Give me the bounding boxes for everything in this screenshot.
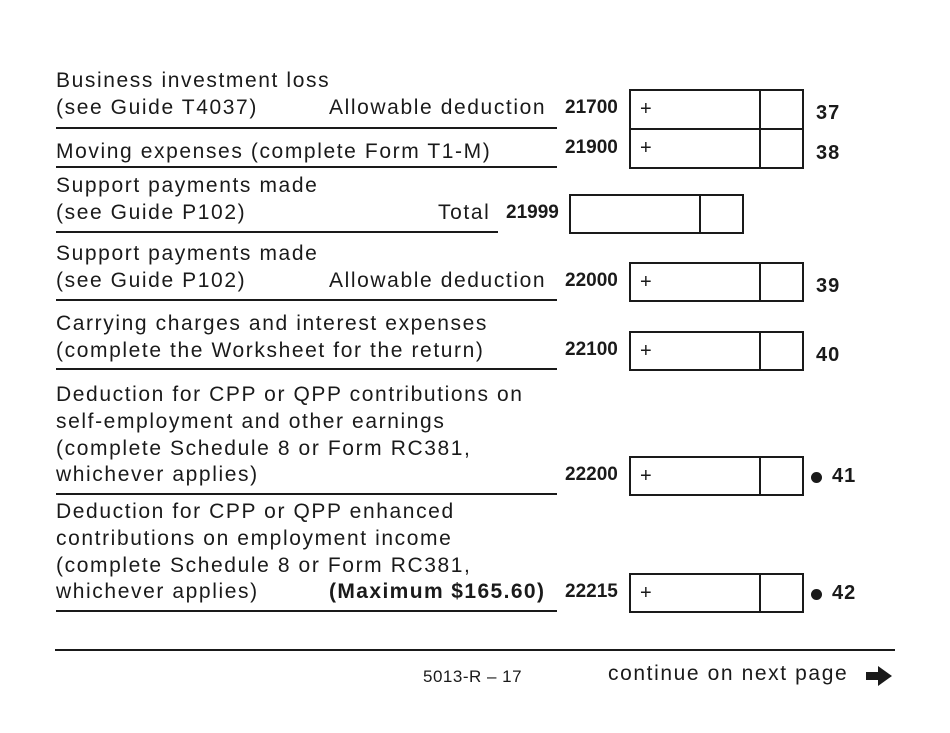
- bullet-marker-icon: [811, 589, 822, 600]
- support-total-inline-label: Total: [438, 201, 491, 224]
- divider: [56, 299, 557, 301]
- divider: [56, 368, 557, 370]
- line-38-label: Moving expenses (complete Form T1-M): [56, 140, 492, 163]
- line-number-40: 40: [816, 344, 841, 366]
- line-41-amount-field[interactable]: +: [629, 456, 804, 496]
- plus-sign: +: [640, 340, 652, 362]
- cents-divider: [759, 130, 761, 167]
- line-39-code: 22000: [565, 270, 618, 291]
- line-42-label-4: whichever applies): [56, 580, 259, 603]
- support-total-label-1: Support payments made: [56, 174, 319, 197]
- continue-text: continue on next page: [608, 662, 849, 685]
- line-39-label-1: Support payments made: [56, 242, 319, 265]
- line-number-37: 37: [816, 102, 841, 124]
- cents-divider: [759, 333, 761, 369]
- line-number-42: 42: [832, 582, 857, 604]
- line-42-label-1: Deduction for CPP or QPP enhanced: [56, 500, 455, 523]
- cents-divider: [759, 91, 761, 128]
- footer-rule: [55, 649, 895, 651]
- line-40-code: 22100: [565, 339, 618, 360]
- cents-divider: [759, 575, 761, 611]
- plus-sign: +: [640, 582, 652, 604]
- right-arrow-icon: [866, 666, 892, 686]
- support-total-code: 21999: [506, 202, 559, 223]
- page-identifier: 5013-R – 17: [423, 667, 523, 686]
- line-40-label-2: (complete the Worksheet for the return): [56, 339, 485, 362]
- divider: [56, 610, 557, 612]
- divider: [56, 493, 557, 495]
- line-42-maximum-note: (Maximum $165.60): [329, 580, 546, 603]
- line-37-label-2: (see Guide T4037): [56, 96, 258, 119]
- line-37-label-1: Business investment loss: [56, 69, 331, 92]
- divider: [56, 166, 557, 168]
- line-41-code: 22200: [565, 464, 618, 485]
- line-37-inline-label: Allowable deduction: [329, 96, 547, 119]
- line-37-code: 21700: [565, 97, 618, 118]
- line-41-label-2: self-employment and other earnings: [56, 410, 446, 433]
- line-41-label-4: whichever applies): [56, 463, 259, 486]
- line-number-38: 38: [816, 142, 841, 164]
- bullet-marker-icon: [811, 472, 822, 483]
- line-40-label-1: Carrying charges and interest expenses: [56, 312, 489, 335]
- divider: [56, 127, 557, 129]
- line-42-label-3: (complete Schedule 8 or Form RC381,: [56, 554, 472, 577]
- line-42-code: 22215: [565, 581, 618, 602]
- line-number-41: 41: [832, 465, 857, 487]
- cents-divider: [759, 458, 761, 494]
- cents-divider: [699, 196, 701, 232]
- plus-sign: +: [640, 137, 652, 159]
- support-total-label-2: (see Guide P102): [56, 201, 247, 224]
- plus-sign: +: [640, 98, 652, 120]
- plus-sign: +: [640, 465, 652, 487]
- cents-divider: [759, 264, 761, 300]
- line-41-label-1: Deduction for CPP or QPP contributions o…: [56, 383, 524, 406]
- line-42-label-2: contributions on employment income: [56, 527, 453, 550]
- support-total-amount-field[interactable]: [569, 194, 744, 234]
- line-39-inline-label: Allowable deduction: [329, 269, 547, 292]
- line-39-amount-field[interactable]: +: [629, 262, 804, 302]
- line-number-39: 39: [816, 275, 841, 297]
- line-39-label-2: (see Guide P102): [56, 269, 247, 292]
- divider: [56, 231, 498, 233]
- line-37-amount-field[interactable]: +: [629, 89, 804, 130]
- line-41-label-3: (complete Schedule 8 or Form RC381,: [56, 437, 472, 460]
- line-38-amount-field[interactable]: +: [629, 128, 804, 169]
- plus-sign: +: [640, 271, 652, 293]
- line-40-amount-field[interactable]: +: [629, 331, 804, 371]
- line-42-amount-field[interactable]: +: [629, 573, 804, 613]
- line-38-code: 21900: [565, 137, 618, 158]
